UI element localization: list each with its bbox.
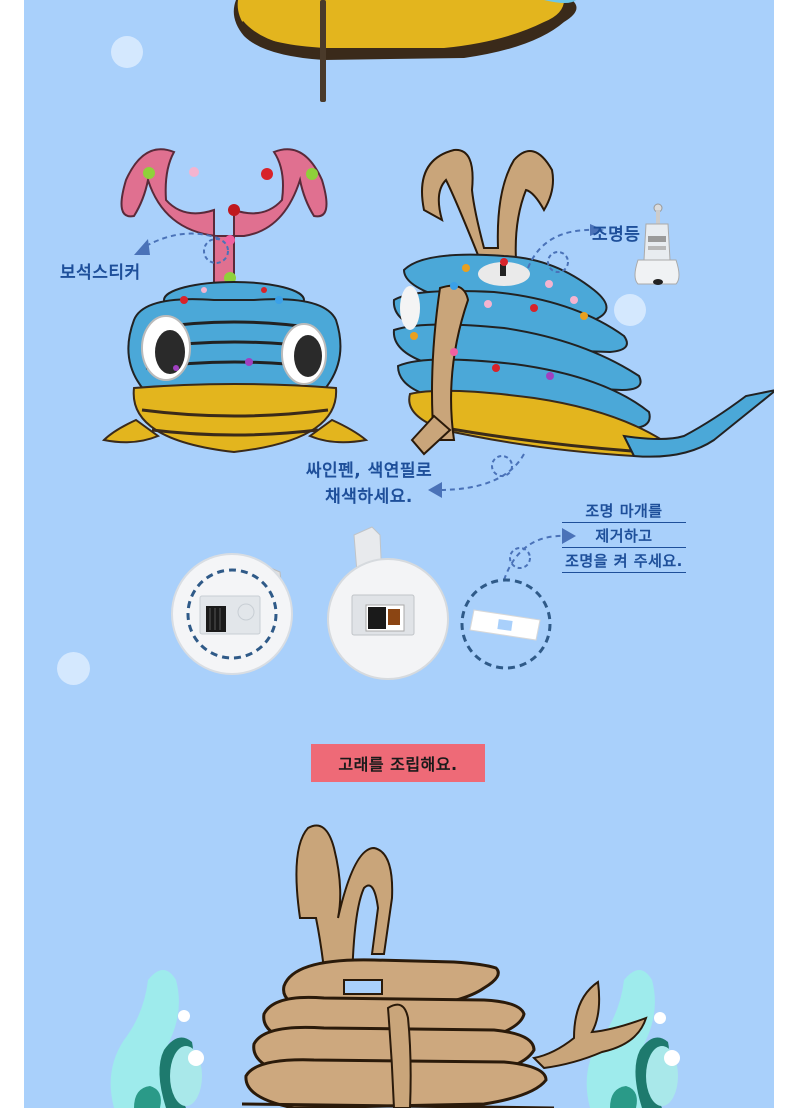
whale-assembled-wood-image <box>241 824 648 1108</box>
cap-label-line2: 제거하고 <box>562 525 686 548</box>
whale-front-decorated-image <box>101 148 369 454</box>
callout-arrow-gem <box>134 232 229 264</box>
coloring-label-line1: 싸인펜, 색연필로 <box>305 461 433 481</box>
bubble-decoration <box>614 294 646 326</box>
cap-removal-label: 조명 마개를 제거하고 조명을 켜 주세요. <box>562 500 686 575</box>
gem-sticker-label: 보석스티커 <box>60 263 141 283</box>
callout-arrow-light <box>527 224 604 273</box>
callout-arrow-cap <box>503 528 576 581</box>
callout-arrow-coloring <box>428 453 525 498</box>
led-bottom-view-image <box>171 553 293 675</box>
coloring-label: 싸인펜, 색연필로 채색하세요. <box>294 458 444 510</box>
led-light-image <box>634 203 680 285</box>
bubble-decoration <box>57 652 90 685</box>
bubble-decoration <box>111 36 143 68</box>
coloring-label-line2: 채색하세요. <box>325 487 413 507</box>
light-cap-image <box>460 578 552 670</box>
cap-label-line1: 조명 마개를 <box>562 500 686 523</box>
step-assemble-button[interactable]: 고래를 조립해요. <box>311 744 485 782</box>
content-panel: 보석스티커 조명등 싸인펜, 색연필로 채색하세요. 조명 마개를 제거하고 조… <box>24 0 774 1108</box>
cap-label-line3: 조명을 켜 주세요. <box>562 550 686 573</box>
light-label: 조명등 <box>592 225 641 245</box>
led-side-view-image <box>327 526 449 680</box>
seaweed-left-decoration <box>110 970 204 1108</box>
whale-side-decorated-image <box>392 148 774 458</box>
whale-top-partial-image <box>233 0 577 102</box>
